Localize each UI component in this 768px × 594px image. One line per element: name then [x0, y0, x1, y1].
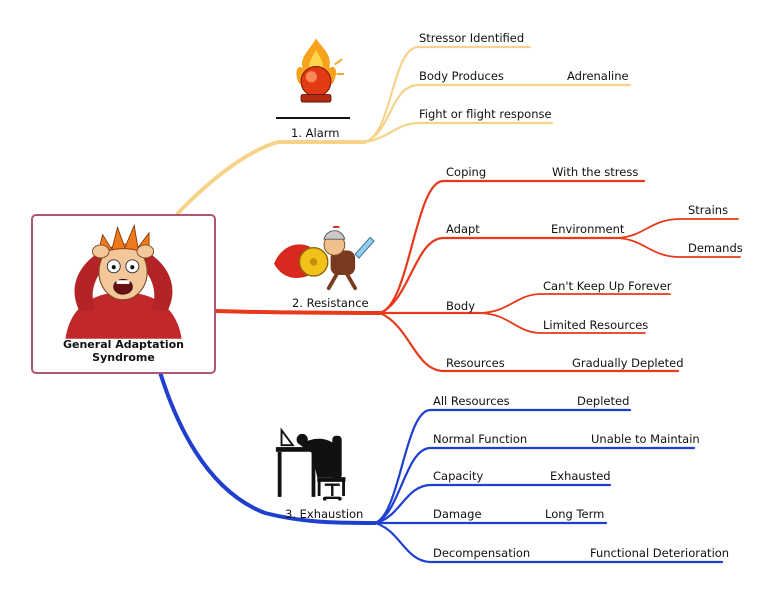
branch-label-resistance[interactable]: 2. Resistance — [292, 296, 369, 310]
node-body[interactable]: Body — [446, 299, 476, 313]
node-coping[interactable]: Coping — [446, 165, 487, 179]
node-environment[interactable]: Environment — [551, 222, 625, 236]
node-unable-to-maintain[interactable]: Unable to Maintain — [591, 432, 700, 446]
resistance-branch-lines — [214, 179, 741, 373]
node-capacity[interactable]: Capacity — [433, 469, 484, 483]
node-resources[interactable]: Resources — [446, 356, 505, 370]
node-adrenaline[interactable]: Adrenaline — [567, 69, 629, 83]
node-long-term[interactable]: Long Term — [545, 507, 605, 521]
node-functional-deterioration[interactable]: Functional Deterioration — [590, 546, 730, 560]
node-stressor-identified[interactable]: Stressor Identified — [419, 31, 525, 45]
alarm-siren-icon — [296, 38, 344, 103]
node-depleted[interactable]: Depleted — [577, 394, 630, 408]
node-all-resources[interactable]: All Resources — [433, 394, 510, 408]
node-decompensation[interactable]: Decompensation — [433, 546, 531, 560]
central-topic[interactable]: General Adaptation Syndrome — [31, 214, 216, 374]
node-with-the-stress[interactable]: With the stress — [552, 165, 639, 179]
node-demands[interactable]: Demands — [688, 241, 743, 255]
node-cant-keep-up-forever[interactable]: Can't Keep Up Forever — [543, 279, 672, 293]
node-gradually-depleted[interactable]: Gradually Depleted — [572, 356, 684, 370]
central-topic-title: General Adaptation Syndrome — [62, 338, 184, 364]
node-normal-function[interactable]: Normal Function — [433, 432, 528, 446]
warrior-shield-icon — [274, 226, 375, 291]
node-fight-or-flight[interactable]: Fight or flight response — [419, 107, 552, 121]
stressed-person-icon — [65, 223, 182, 339]
alarm-branch-lines — [176, 45, 632, 215]
exhaustion-branch-lines — [158, 370, 724, 564]
branch-label-exhaustion[interactable]: 3. Exhaustion — [285, 507, 364, 521]
exhausted-desk-worker-icon — [275, 427, 346, 501]
node-adapt[interactable]: Adapt — [446, 222, 480, 236]
branch-label-alarm[interactable]: 1. Alarm — [291, 126, 340, 140]
node-damage[interactable]: Damage — [433, 507, 482, 521]
node-body-produces[interactable]: Body Produces — [419, 69, 504, 83]
node-limited-resources[interactable]: Limited Resources — [543, 318, 649, 332]
node-exhausted[interactable]: Exhausted — [550, 469, 611, 483]
node-strains[interactable]: Strains — [688, 203, 729, 217]
